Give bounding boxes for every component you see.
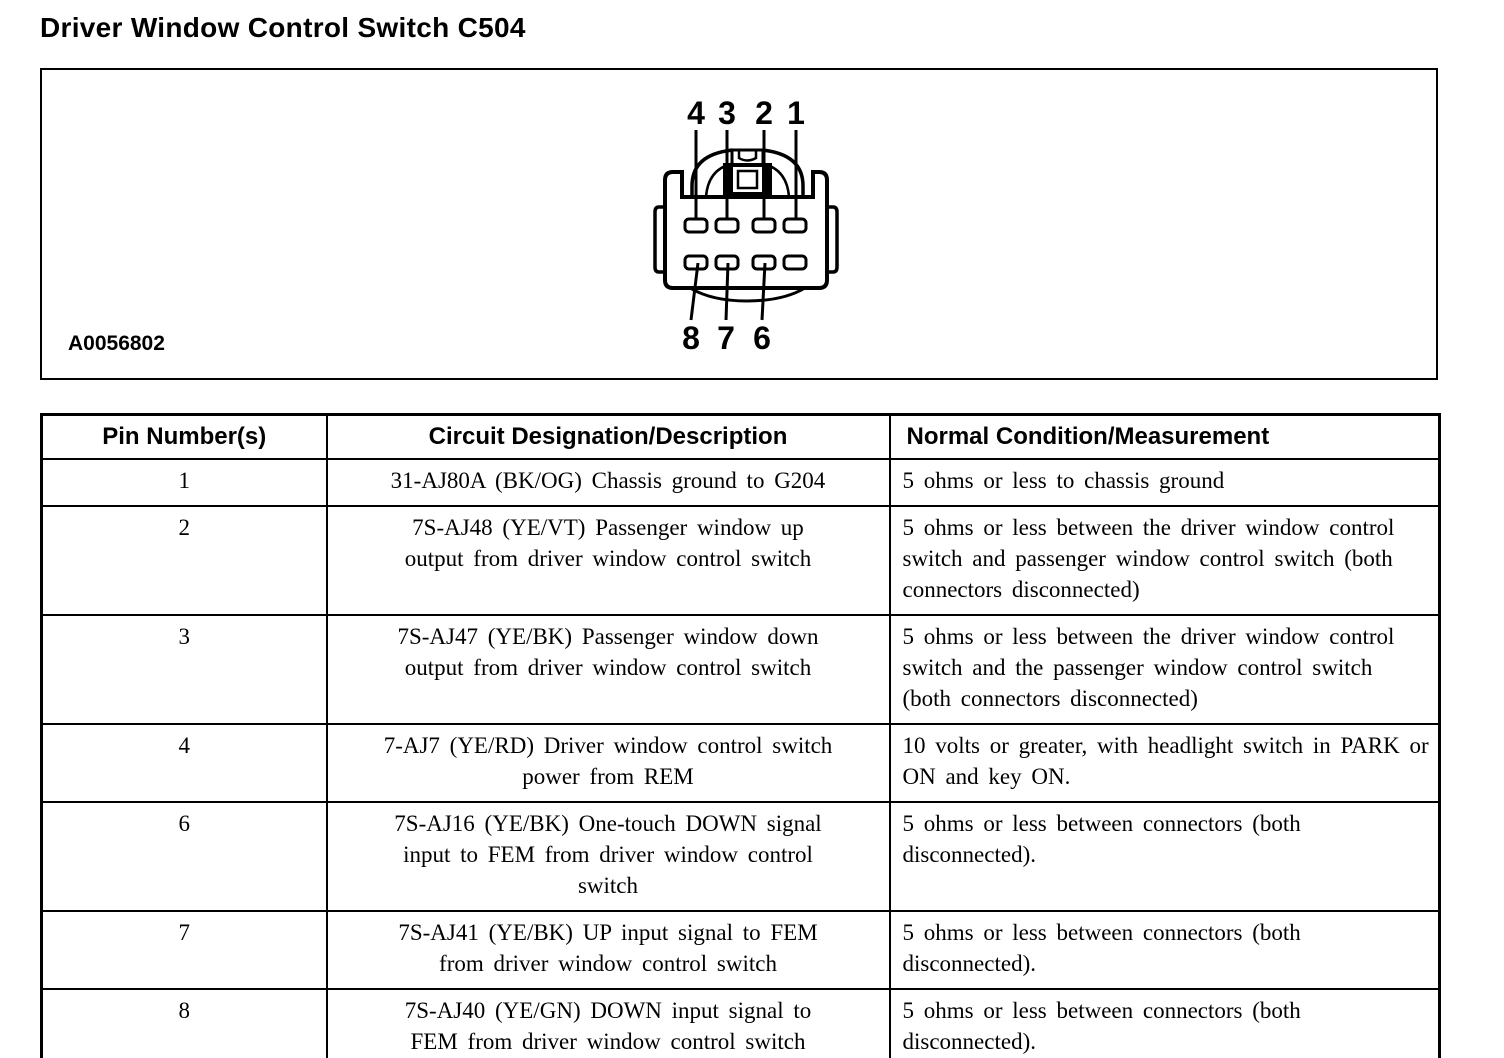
header-circuit: Circuit Designation/Description xyxy=(325,413,891,460)
latch-neck-notch xyxy=(737,150,758,162)
header-pin-numbers: Pin Number(s) xyxy=(40,413,328,460)
pin-label-bottom-6: 6 xyxy=(753,320,771,356)
circuit-description-cell: 7-AJ7 (YE/RD) Driver window control swit… xyxy=(325,722,891,803)
pin-table: Pin Number(s) Circuit Designation/Descri… xyxy=(40,413,1441,1058)
pin-number-cell: 2 xyxy=(40,504,328,616)
pin-label-top-1: 1 xyxy=(787,95,805,131)
latch-square-outer xyxy=(729,163,766,196)
normal-condition-cell: 5 ohms or less between the driver window… xyxy=(888,613,1441,725)
circuit-description-text: 7S-AJ47 (YE/BK) Passenger window down ou… xyxy=(397,623,819,680)
pin-table-row: 8 7S-AJ40 (YE/GN) DOWN input signal to F… xyxy=(40,988,1441,1058)
pin-label-top-2: 2 xyxy=(755,95,773,131)
circuit-description-text: 7-AJ7 (YE/RD) Driver window control swit… xyxy=(383,732,833,789)
pin-label-top-3: 3 xyxy=(718,95,736,131)
connector-left-tab xyxy=(653,205,665,274)
circuit-description-text: 7S-AJ48 (YE/VT) Passenger window up outp… xyxy=(404,514,812,571)
connector-diagram-icon: 4 3 2 1 xyxy=(653,95,839,356)
pin-table-row: 6 7S-AJ16 (YE/BK) One-touch DOWN signal … xyxy=(40,800,1441,913)
pin-slot-2 xyxy=(751,217,777,234)
normal-condition-cell: 5 ohms or less between connectors (both … xyxy=(888,800,1441,913)
pin-number-cell: 8 xyxy=(40,988,328,1058)
normal-condition-cell: 5 ohms or less to chassis ground xyxy=(888,457,1441,507)
pin-table-body: 1 31-AJ80A (BK/OG) Chassis ground to G20… xyxy=(40,457,1441,1058)
latch-neck xyxy=(730,148,765,165)
connector-chin xyxy=(689,286,806,303)
pin-slot-1 xyxy=(782,217,808,234)
pin-label-bottom-7: 7 xyxy=(717,320,735,356)
normal-condition-cell: 5 ohms or less between connectors (both … xyxy=(888,988,1441,1058)
pin-number-cell: 6 xyxy=(40,800,328,913)
pin-number-cell: 1 xyxy=(40,457,328,507)
circuit-description-text: 7S-AJ16 (YE/BK) One-touch DOWN signal in… xyxy=(394,810,822,899)
pin-number-cell: 3 xyxy=(40,613,328,725)
leader-line-pin-8 xyxy=(689,262,700,321)
page-title: Driver Window Control Switch C504 xyxy=(40,12,526,43)
circuit-description-cell: 7S-AJ48 (YE/VT) Passenger window up outp… xyxy=(325,504,891,616)
circuit-description-text: 31-AJ80A (BK/OG) Chassis ground to G204 xyxy=(390,467,826,493)
leader-line-pin-6 xyxy=(760,262,767,321)
connector-right-tab xyxy=(827,205,839,274)
connector-diagram-box: 4 3 2 1 xyxy=(40,68,1438,380)
circuit-description-cell: 31-AJ80A (BK/OG) Chassis ground to G204 xyxy=(325,457,891,507)
circuit-description-text: 7S-AJ40 (YE/GN) DOWN input signal to FEM… xyxy=(404,998,812,1055)
leader-line-pin-7 xyxy=(724,262,730,321)
header-normal-condition: Normal Condition/Measurement xyxy=(888,413,1441,460)
circuit-description-cell: 7S-AJ41 (YE/BK) UP input signal to FEM f… xyxy=(325,910,891,991)
circuit-description-text: 7S-AJ41 (YE/BK) UP input signal to FEM f… xyxy=(398,920,818,977)
pin-slot-4 xyxy=(683,217,709,234)
latch-flank-right xyxy=(764,163,772,196)
pin-slot-unlabeled xyxy=(782,254,808,271)
pin-table-row: 1 31-AJ80A (BK/OG) Chassis ground to G20… xyxy=(40,457,1441,507)
pin-table-row: 3 7S-AJ47 (YE/BK) Passenger window down … xyxy=(40,613,1441,725)
pin-number-cell: 4 xyxy=(40,722,328,803)
circuit-description-cell: 7S-AJ47 (YE/BK) Passenger window down ou… xyxy=(325,613,891,725)
pin-slot-3 xyxy=(714,217,740,234)
pin-label-bottom-8: 8 xyxy=(682,320,700,356)
normal-condition-cell: 5 ohms or less between connectors (both … xyxy=(888,910,1441,991)
pin-table-row: 2 7S-AJ48 (YE/VT) Passenger window up ou… xyxy=(40,504,1441,616)
normal-condition-cell: 10 volts or greater, with headlight swit… xyxy=(888,722,1441,803)
normal-condition-cell: 5 ohms or less between the driver window… xyxy=(888,504,1441,616)
pin-label-top-4: 4 xyxy=(687,95,705,131)
latch-square-inner xyxy=(736,169,759,190)
pin-table-header-row: Pin Number(s) Circuit Designation/Descri… xyxy=(40,413,1441,460)
pin-number-cell: 7 xyxy=(40,910,328,991)
figure-id-label: A0056802 xyxy=(68,332,165,355)
circuit-description-cell: 7S-AJ16 (YE/BK) One-touch DOWN signal in… xyxy=(325,800,891,913)
circuit-description-cell: 7S-AJ40 (YE/GN) DOWN input signal to FEM… xyxy=(325,988,891,1058)
pin-table-row: 7 7S-AJ41 (YE/BK) UP input signal to FEM… xyxy=(40,910,1441,991)
pin-table-row: 4 7-AJ7 (YE/RD) Driver window control sw… xyxy=(40,722,1441,803)
